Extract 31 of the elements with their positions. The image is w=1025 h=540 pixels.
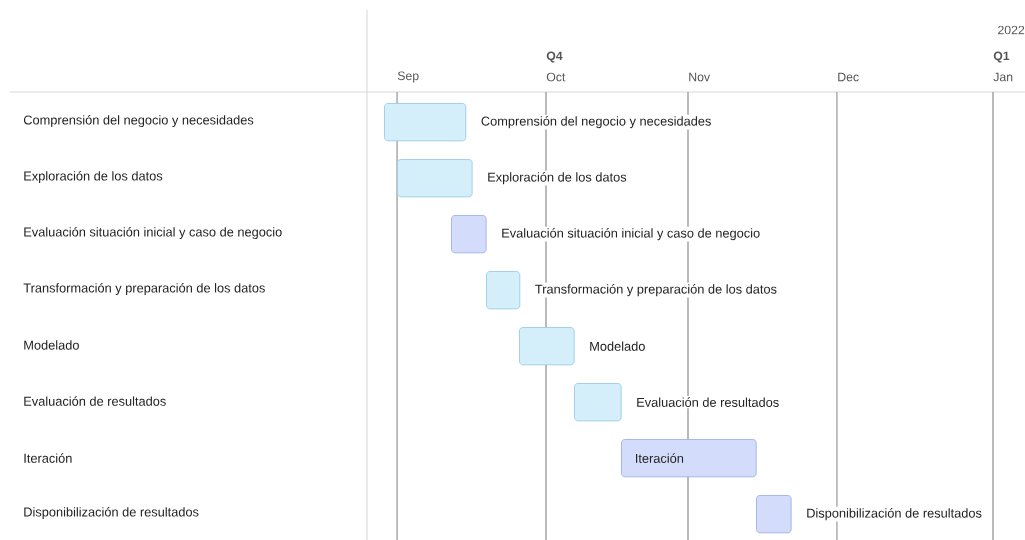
task-bar <box>451 215 487 254</box>
task-label: Transformación y preparación de los datos <box>533 282 779 298</box>
timeline-label: Sep <box>397 71 419 83</box>
row-label: Disponibilización de resultados <box>24 506 199 520</box>
timeline-label: Q4 <box>546 51 563 63</box>
timeline-label: Dec <box>838 72 859 82</box>
timeline-label: Nov <box>689 72 711 82</box>
timeline-label: 2022 <box>998 25 1025 35</box>
row-label: Exploración de los datos <box>24 170 163 184</box>
row-label: Modelado <box>24 340 79 350</box>
timeline-label: Jan <box>993 72 1013 82</box>
task-label: Disponibilización de resultados <box>804 506 984 522</box>
task-bar <box>574 383 622 422</box>
task-bar: Iteración <box>621 439 757 478</box>
task-label: Evaluación de resultados <box>634 396 781 409</box>
row-label: Comprensión del negocio y necesidades <box>23 114 254 128</box>
row-label: Iteración <box>24 453 72 463</box>
task-bar <box>384 103 467 142</box>
task-bar <box>519 327 575 366</box>
row-label: Evaluación de resultados <box>24 396 166 406</box>
row-label: Transformación y preparación de los datos <box>23 282 265 296</box>
task-label: Exploración de los datos <box>485 170 628 186</box>
task-label: Evaluación situación inicial y caso de negocio <box>499 226 762 242</box>
task-label: Modelado <box>587 340 647 353</box>
task-bar <box>486 271 521 310</box>
timeline-label: Q1 <box>993 51 1010 63</box>
row-label: Evaluación situación inicial y caso de negocio <box>24 226 282 240</box>
timeline-label: Oct <box>546 72 566 82</box>
task-label: Comprensión del negocio y necesidades <box>479 114 713 130</box>
task-bar <box>756 495 792 534</box>
task-bar <box>397 159 473 198</box>
